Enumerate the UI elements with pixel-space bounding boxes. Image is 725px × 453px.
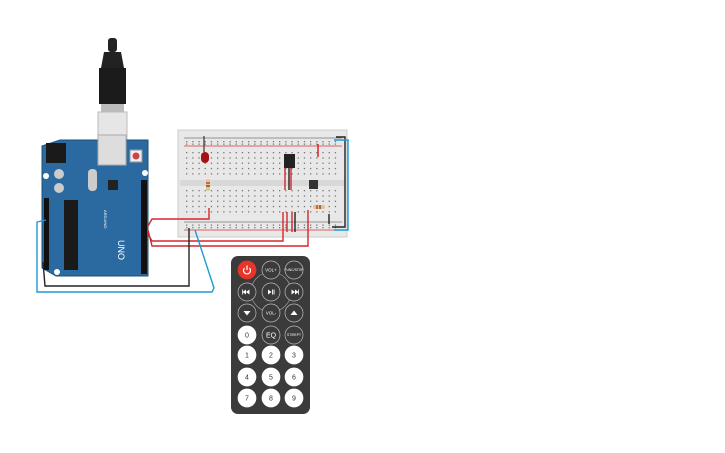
play-pause-icon bbox=[268, 289, 275, 295]
remote-3-button[interactable]: 3 bbox=[284, 345, 304, 365]
remote-button-label: EQ bbox=[266, 332, 277, 339]
remote-button-label: FUNC/STOP bbox=[285, 268, 305, 272]
wires[interactable] bbox=[36, 136, 349, 293]
remote-button-label: 8 bbox=[269, 395, 273, 402]
remote-button-label: 1 bbox=[245, 352, 249, 359]
remote-button-label: 7 bbox=[245, 395, 249, 402]
remote-2-button[interactable]: 2 bbox=[261, 345, 281, 365]
usb-cable[interactable] bbox=[97, 38, 128, 143]
arrow-down-icon bbox=[243, 311, 251, 316]
ir-remote[interactable]: VOL+ FUNC/STOP VOL- 0 EQ ST/REPT 1 2 3 4 5 6 7 8 9 bbox=[231, 256, 310, 414]
remote-vol--button[interactable]: VOL+ bbox=[261, 260, 281, 280]
remote-play-pause-button[interactable] bbox=[261, 282, 281, 302]
arduino-uno-board[interactable]: UNO ARDUINO bbox=[41, 134, 149, 277]
remote-fast-forward-button[interactable] bbox=[284, 282, 304, 302]
digital-header bbox=[141, 180, 147, 274]
remote-func-stop-button[interactable]: FUNC/STOP bbox=[285, 260, 305, 280]
remote-5-button[interactable]: 5 bbox=[261, 367, 281, 387]
remote-1-button[interactable]: 1 bbox=[237, 345, 257, 365]
push-button bbox=[309, 180, 318, 189]
rewind-icon bbox=[242, 289, 250, 295]
remote-button-label: 9 bbox=[292, 395, 296, 402]
power-icon bbox=[242, 265, 252, 275]
remote-arrow-up-button[interactable] bbox=[284, 303, 304, 323]
remote-8-button[interactable]: 8 bbox=[261, 388, 281, 408]
power-jack bbox=[46, 143, 66, 163]
capacitor bbox=[54, 169, 64, 179]
remote-7-button[interactable]: 7 bbox=[237, 388, 257, 408]
remote-6-button[interactable]: 6 bbox=[284, 367, 304, 387]
remote-button-label: ST/REPT bbox=[287, 333, 301, 337]
resistor bbox=[206, 179, 210, 191]
atmega-chip bbox=[64, 200, 78, 270]
ir-receiver bbox=[284, 154, 295, 168]
remote-vol--button[interactable]: VOL- bbox=[261, 303, 281, 323]
remote-button-label: 4 bbox=[245, 374, 249, 381]
remote-rewind-button[interactable] bbox=[237, 282, 257, 302]
board-model-label: UNO bbox=[116, 240, 126, 260]
remote-button-label: 0 bbox=[245, 332, 249, 339]
remote-eq-button[interactable]: EQ bbox=[261, 325, 281, 345]
remote-power-button[interactable] bbox=[237, 260, 257, 280]
remote-9-button[interactable]: 9 bbox=[284, 388, 304, 408]
resistor bbox=[313, 205, 325, 209]
remote-arrow-down-button[interactable] bbox=[237, 303, 257, 323]
remote-button-label: 3 bbox=[292, 352, 296, 359]
remote-button-label: VOL+ bbox=[265, 268, 277, 273]
breadboard[interactable] bbox=[177, 129, 348, 238]
board-brand-label: ARDUINO bbox=[103, 210, 108, 228]
remote-st-rept-button[interactable]: ST/REPT bbox=[284, 325, 304, 345]
remote-0-button[interactable]: 0 bbox=[237, 325, 257, 345]
usb-port bbox=[97, 134, 127, 166]
remote-button-label: VOL- bbox=[266, 311, 277, 316]
power-header bbox=[44, 198, 49, 270]
fast-forward-icon bbox=[291, 289, 299, 295]
red-led bbox=[201, 152, 209, 163]
crystal bbox=[88, 169, 97, 191]
remote-button-label: 2 bbox=[269, 352, 273, 359]
arrow-up-icon bbox=[290, 310, 298, 315]
breadboard-holes bbox=[186, 141, 337, 229]
remote-button-label: 6 bbox=[292, 374, 296, 381]
remote-4-button[interactable]: 4 bbox=[237, 367, 257, 387]
remote-button-label: 5 bbox=[269, 374, 273, 381]
